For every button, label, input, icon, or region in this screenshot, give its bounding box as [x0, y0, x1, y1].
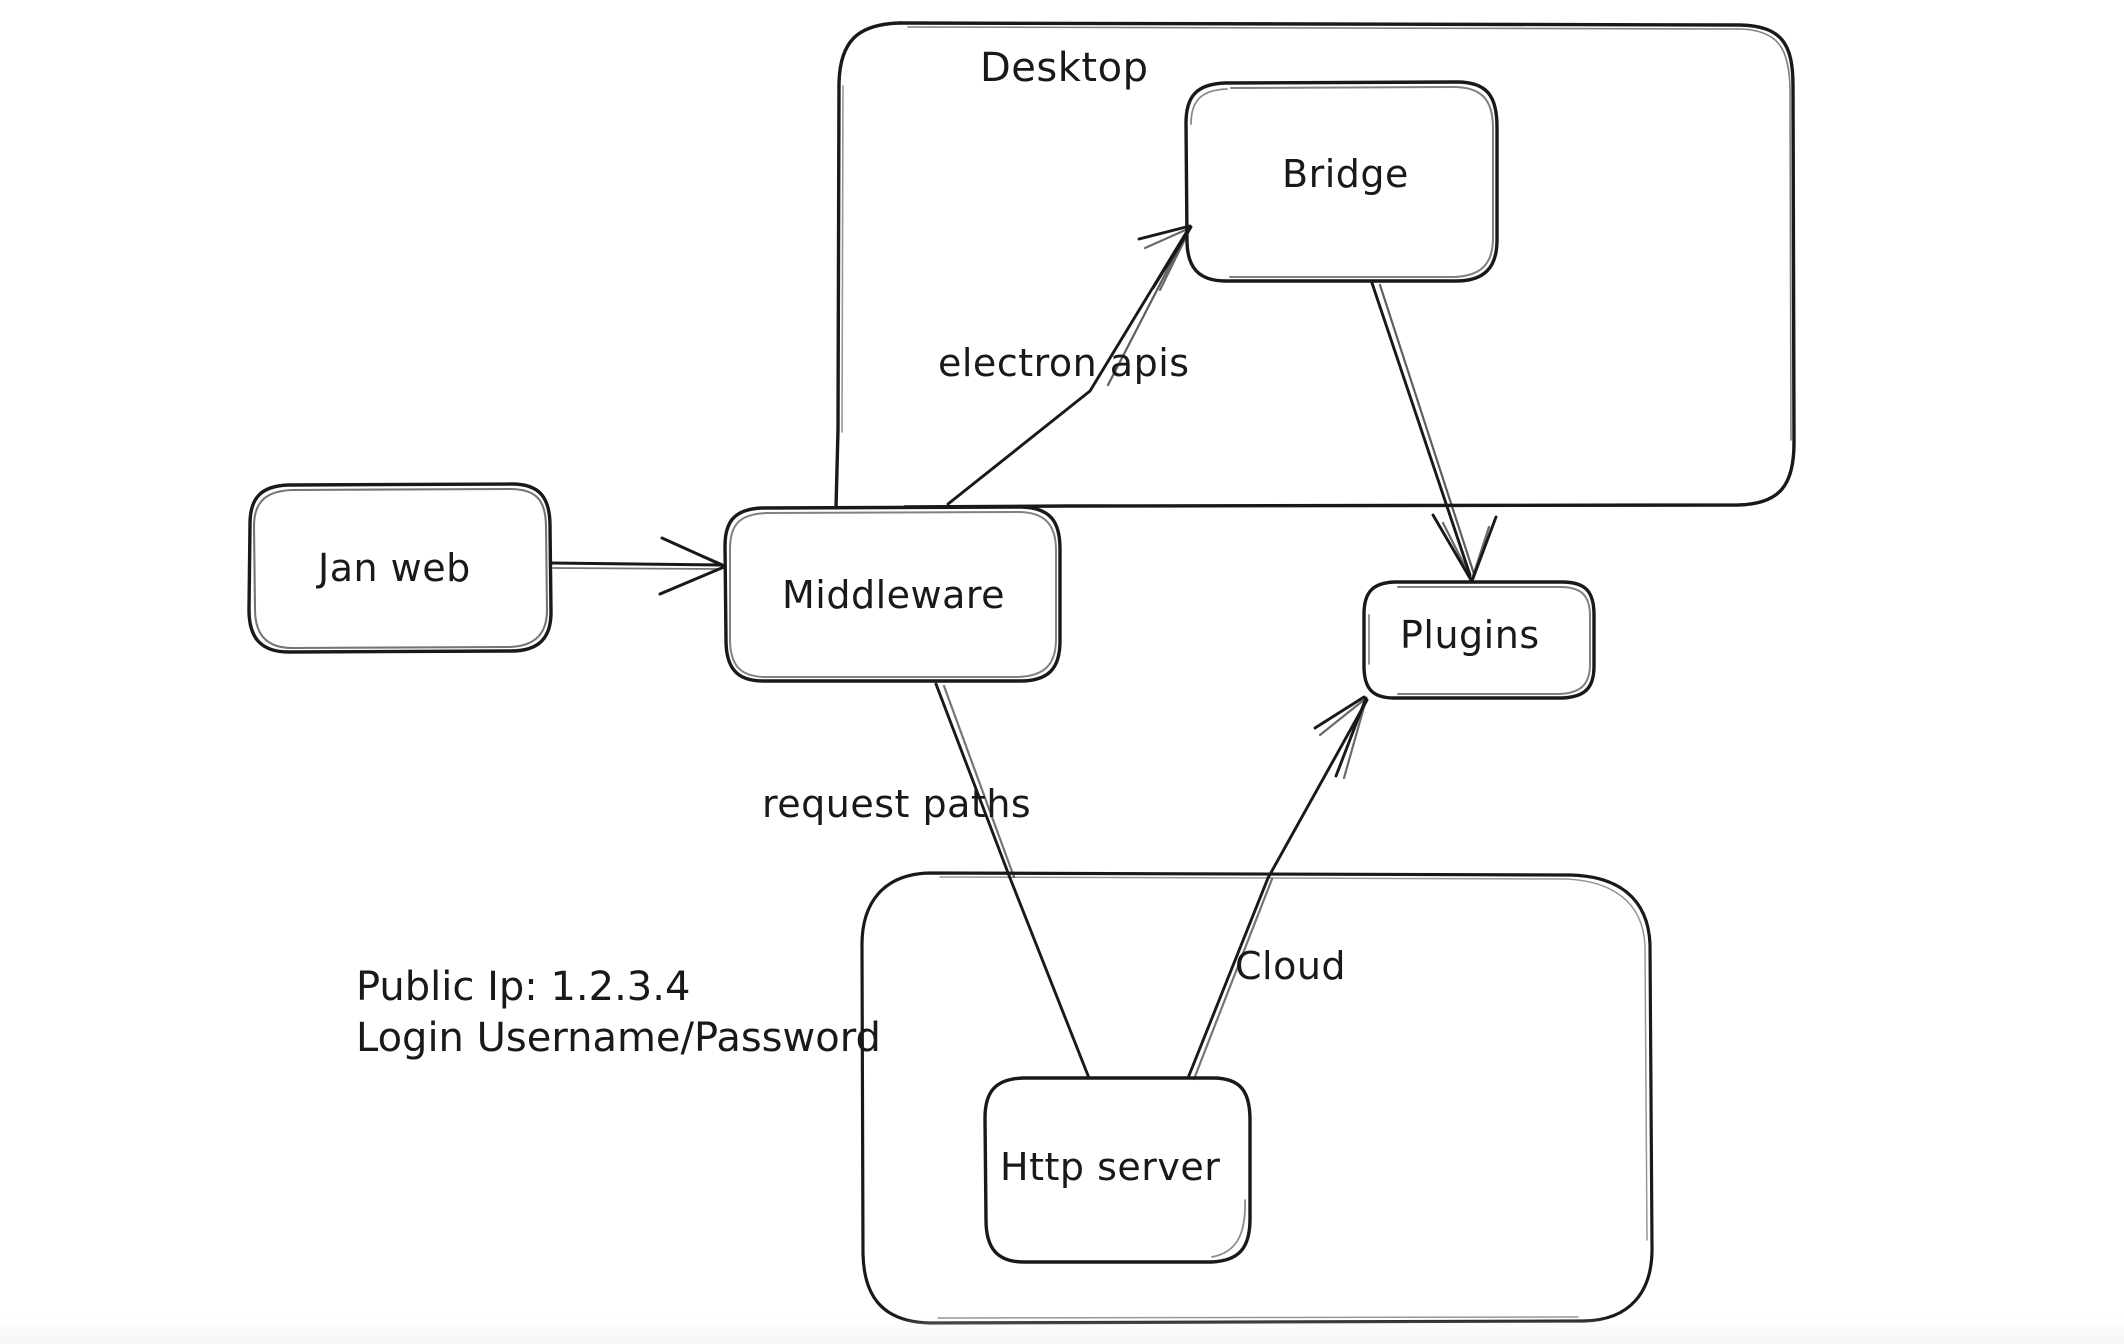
node-http-server-outline: [983, 1076, 1252, 1264]
node-plugins-outline: [1362, 580, 1596, 700]
node-jan-web-outline: [247, 482, 553, 654]
node-label-http-server[interactable]: Http server: [1000, 1145, 1221, 1189]
edge-label-electron-apis: electron apis: [938, 341, 1190, 385]
edge-middleware-to-httpserver: [934, 682, 1091, 1080]
node-bridge-outline: [1184, 80, 1499, 283]
node-label-plugins[interactable]: Plugins: [1400, 613, 1540, 657]
node-middleware-outline: [723, 505, 1062, 683]
edge-janweb-to-middleware: [549, 536, 726, 596]
node-label-bridge[interactable]: Bridge: [1282, 152, 1409, 196]
node-label-jan-web[interactable]: Jan web: [318, 546, 471, 590]
edge-middleware-to-bridge: [946, 224, 1193, 506]
group-desktop-outline: [834, 21, 1796, 510]
edge-label-cloud: Cloud: [1235, 944, 1347, 988]
group-label-desktop: Desktop: [980, 45, 1149, 91]
edge-bridge-to-plugins: [1370, 281, 1498, 583]
node-label-middleware[interactable]: Middleware: [782, 573, 1006, 617]
connection-info-note: Public Ip: 1.2.3.4 Login Username/Passwo…: [356, 964, 881, 1062]
group-cloud-outline: [860, 871, 1654, 1325]
edge-httpserver-to-plugins: [1186, 695, 1369, 1081]
edge-label-request-paths: request paths: [762, 782, 1032, 826]
